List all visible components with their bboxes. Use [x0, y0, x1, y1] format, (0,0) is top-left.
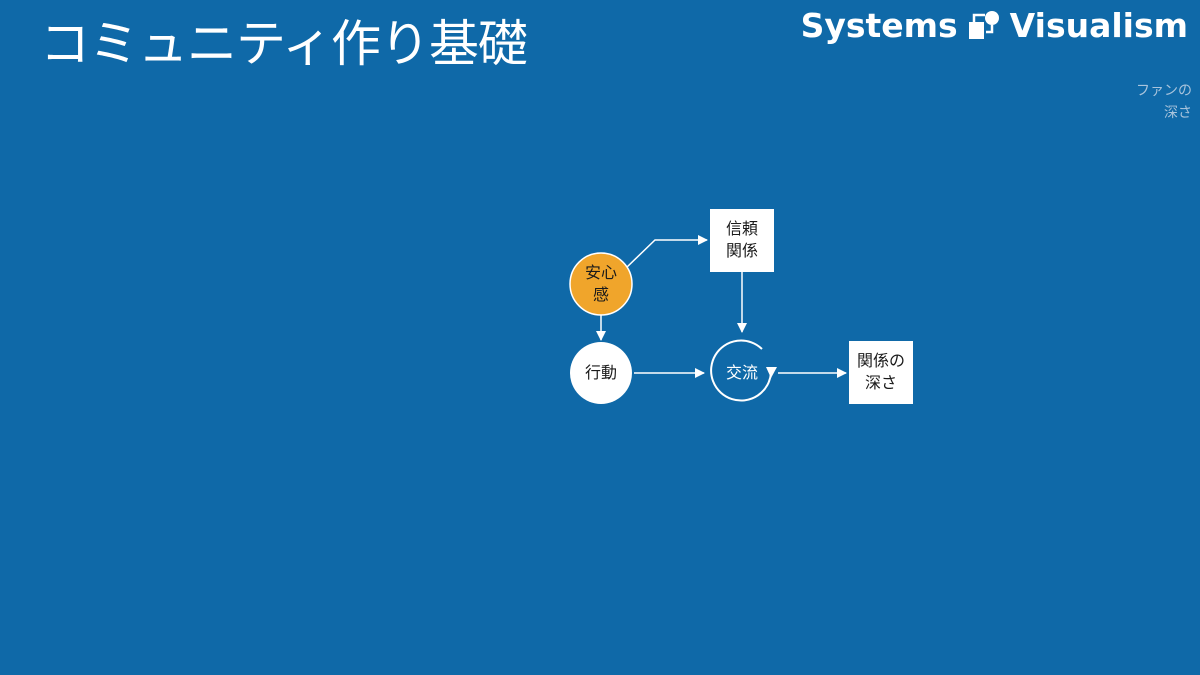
- node-trust-box: [710, 209, 774, 272]
- brand-left-text: Systems: [800, 6, 958, 45]
- node-action-label-line1: 行動: [584, 363, 617, 382]
- node-safety-label-line2: 感: [592, 285, 609, 304]
- node-exchange-label-line1: 交流: [725, 363, 758, 382]
- node-safety-circle: [569, 252, 633, 316]
- corner-note-line1: ファンの: [1136, 83, 1192, 99]
- brand-logo: Systems Visualism: [801, 6, 1188, 46]
- systems-loop-icon: [968, 11, 999, 39]
- edge-safety-to-trust: [625, 235, 708, 269]
- node-depth-label-line1: 関係の: [856, 351, 905, 370]
- node-depth-label: 関係の 深さ: [849, 349, 913, 395]
- corner-note: ファンの 深さ: [1136, 80, 1192, 124]
- node-trust-label: 信頼 関係: [710, 217, 774, 263]
- corner-note-line2: 深さ: [1164, 105, 1192, 121]
- node-depth-label-line2: 深さ: [864, 373, 897, 392]
- node-action-circle: [570, 342, 632, 404]
- node-exchange-label: 交流: [710, 362, 774, 384]
- node-depth-box: [849, 341, 913, 404]
- loop-arrow-icon: [766, 367, 777, 378]
- node-exchange-loop: [710, 339, 772, 402]
- slide-title: コミュニティ作り基礎: [40, 15, 528, 73]
- node-trust-label-line1: 信頼: [725, 219, 758, 238]
- node-trust-label-line2: 関係: [725, 241, 758, 260]
- node-action-label: 行動: [570, 362, 632, 384]
- brand-right-text: Visualism: [1009, 6, 1188, 45]
- node-safety-label-line1: 安心: [584, 263, 617, 282]
- node-safety-label: 安心 感: [570, 261, 632, 307]
